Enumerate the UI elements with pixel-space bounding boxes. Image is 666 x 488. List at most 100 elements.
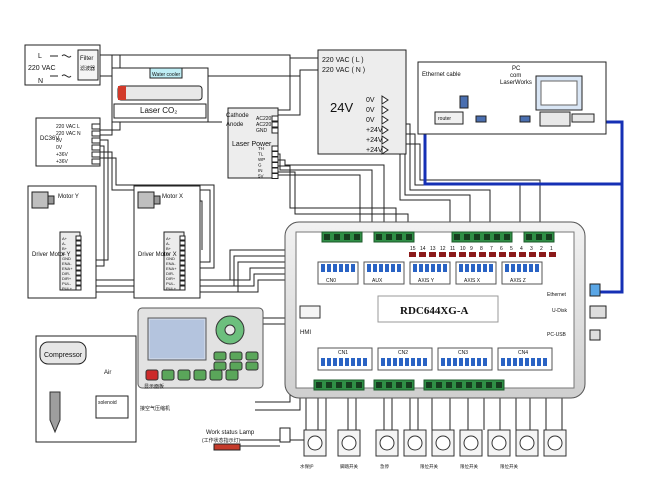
- peripheral-label: 脚踏开关: [340, 463, 358, 470]
- filter-l: L: [38, 53, 42, 60]
- driver-pin: [179, 240, 186, 246]
- work-lamp-label: Work status Lamp: [206, 430, 255, 436]
- connector-group-label: CN0: [326, 278, 336, 284]
- terminal-block: [321, 231, 363, 243]
- panel-button: [229, 361, 243, 371]
- laserworks-label: LaserWorks: [500, 80, 532, 86]
- terminal-screw: [456, 382, 462, 388]
- top-pin-number: 11: [450, 246, 455, 252]
- driver-pin: [179, 260, 186, 266]
- supply-24v-label: 24V: [330, 100, 353, 115]
- connector-pin: [339, 264, 343, 272]
- panel-button: [209, 369, 223, 381]
- laser-power-pin-label: IN: [258, 168, 263, 173]
- dc36-pin-label: 0V: [56, 145, 63, 151]
- terminal-screw: [326, 382, 332, 388]
- connector-pin: [453, 358, 457, 366]
- connector-group-label: CN4: [518, 350, 528, 356]
- driver-x-label: Driver Motor X: [138, 252, 177, 258]
- dc36-pin-label: +36V: [56, 152, 68, 158]
- driver-pin: [179, 285, 186, 291]
- terminal-screw: [546, 234, 552, 240]
- terminal-block: [373, 379, 415, 391]
- connector-pin: [333, 358, 337, 366]
- supply-out-terminal: [381, 95, 389, 105]
- driver-pin: [179, 255, 186, 261]
- connector-pin: [529, 264, 533, 272]
- connector-pin: [405, 358, 409, 366]
- dc36-pin-label: 220 VAC N: [56, 131, 81, 137]
- peripheral-switch-face: [407, 435, 423, 451]
- work-lamp-sublabel: (工作状态指示灯): [202, 437, 241, 444]
- peripheral-label: 限位开关: [460, 463, 478, 470]
- laser-power-pin: [271, 156, 279, 163]
- usb-port-label: U-Disk: [552, 308, 567, 314]
- terminal-screw: [386, 382, 392, 388]
- driver-pin-label: B-: [62, 251, 67, 256]
- driver-pin-label: GND: [62, 256, 71, 261]
- terminal-screw: [406, 234, 412, 240]
- laser-power-pin-label: WP: [258, 157, 265, 162]
- connector-pin: [431, 264, 435, 272]
- controller-model: RDC644XG-A: [400, 305, 468, 317]
- panel-button: [145, 369, 159, 381]
- driver-pin: [75, 245, 82, 251]
- connector-pin: [477, 358, 481, 366]
- supply-out-terminal: [381, 105, 389, 115]
- terminal-screw: [334, 234, 340, 240]
- connector-pin: [443, 264, 447, 272]
- connector-pin: [357, 358, 361, 366]
- panel-button: [177, 369, 191, 381]
- supply-24v: 220 VAC ( L ) 220 VAC ( N ) 24V 0V0V0V+2…: [317, 49, 407, 155]
- driver-pin-label: A-: [62, 241, 67, 246]
- top-pin-jack: [519, 252, 526, 257]
- terminal-screw: [476, 382, 482, 388]
- laser-power-ac-label: AC220: [256, 116, 272, 122]
- top-pin-jack: [509, 252, 516, 257]
- connector-pin: [399, 358, 403, 366]
- terminal-screw: [504, 234, 510, 240]
- terminal-screw: [316, 382, 322, 388]
- connector-pin: [535, 264, 539, 272]
- laser-power-ac-pin: [271, 127, 279, 134]
- driver-pin-label: DIR+: [166, 276, 176, 281]
- top-pin-number: 2: [540, 246, 543, 252]
- filter-block: L 220 VAC N Filter 滤波器: [24, 44, 101, 86]
- terminal-screw: [464, 234, 470, 240]
- terminal-screw: [396, 234, 402, 240]
- driver-pin: [75, 275, 82, 281]
- connector-pin: [321, 358, 325, 366]
- supply-out-label: 0V: [366, 107, 375, 114]
- peripheral-label: 水保护: [300, 463, 314, 470]
- connector-pin: [459, 358, 463, 366]
- connector-pin: [397, 264, 401, 272]
- supply-out-terminal: [381, 135, 389, 145]
- driver-pin: [75, 235, 82, 241]
- driver-pin: [179, 250, 186, 256]
- top-pin-number: 7: [490, 246, 493, 252]
- connector-pin: [379, 264, 383, 272]
- connector-pin: [423, 358, 427, 366]
- dc36-pin-label: 0V: [56, 138, 63, 144]
- top-pin-jack: [409, 252, 416, 257]
- terminal-screw: [454, 234, 460, 240]
- driver-pin-label: ENA+: [166, 266, 177, 271]
- connector-pin: [505, 264, 509, 272]
- air-note: 接空气压缩机: [140, 405, 170, 412]
- filter-sub: 滤波器: [80, 65, 95, 72]
- top-pin-jack: [439, 252, 446, 257]
- driver-pin-label: GND: [166, 256, 175, 261]
- terminal-block: [423, 379, 505, 391]
- top-pin-jack: [539, 252, 546, 257]
- connector-group-label: CN3: [458, 350, 468, 356]
- panel-note: 显示面板: [144, 383, 164, 390]
- terminal-screw: [466, 382, 472, 388]
- panel-button: [161, 369, 175, 381]
- terminal-screw: [406, 382, 412, 388]
- peripheral-switch-face: [463, 435, 479, 451]
- hmi-label: HMI: [300, 330, 311, 336]
- driver-pin: [75, 280, 82, 286]
- driver-pin-label: A-: [166, 241, 171, 246]
- dc36-pin: [91, 151, 101, 158]
- connector-pin: [483, 264, 487, 272]
